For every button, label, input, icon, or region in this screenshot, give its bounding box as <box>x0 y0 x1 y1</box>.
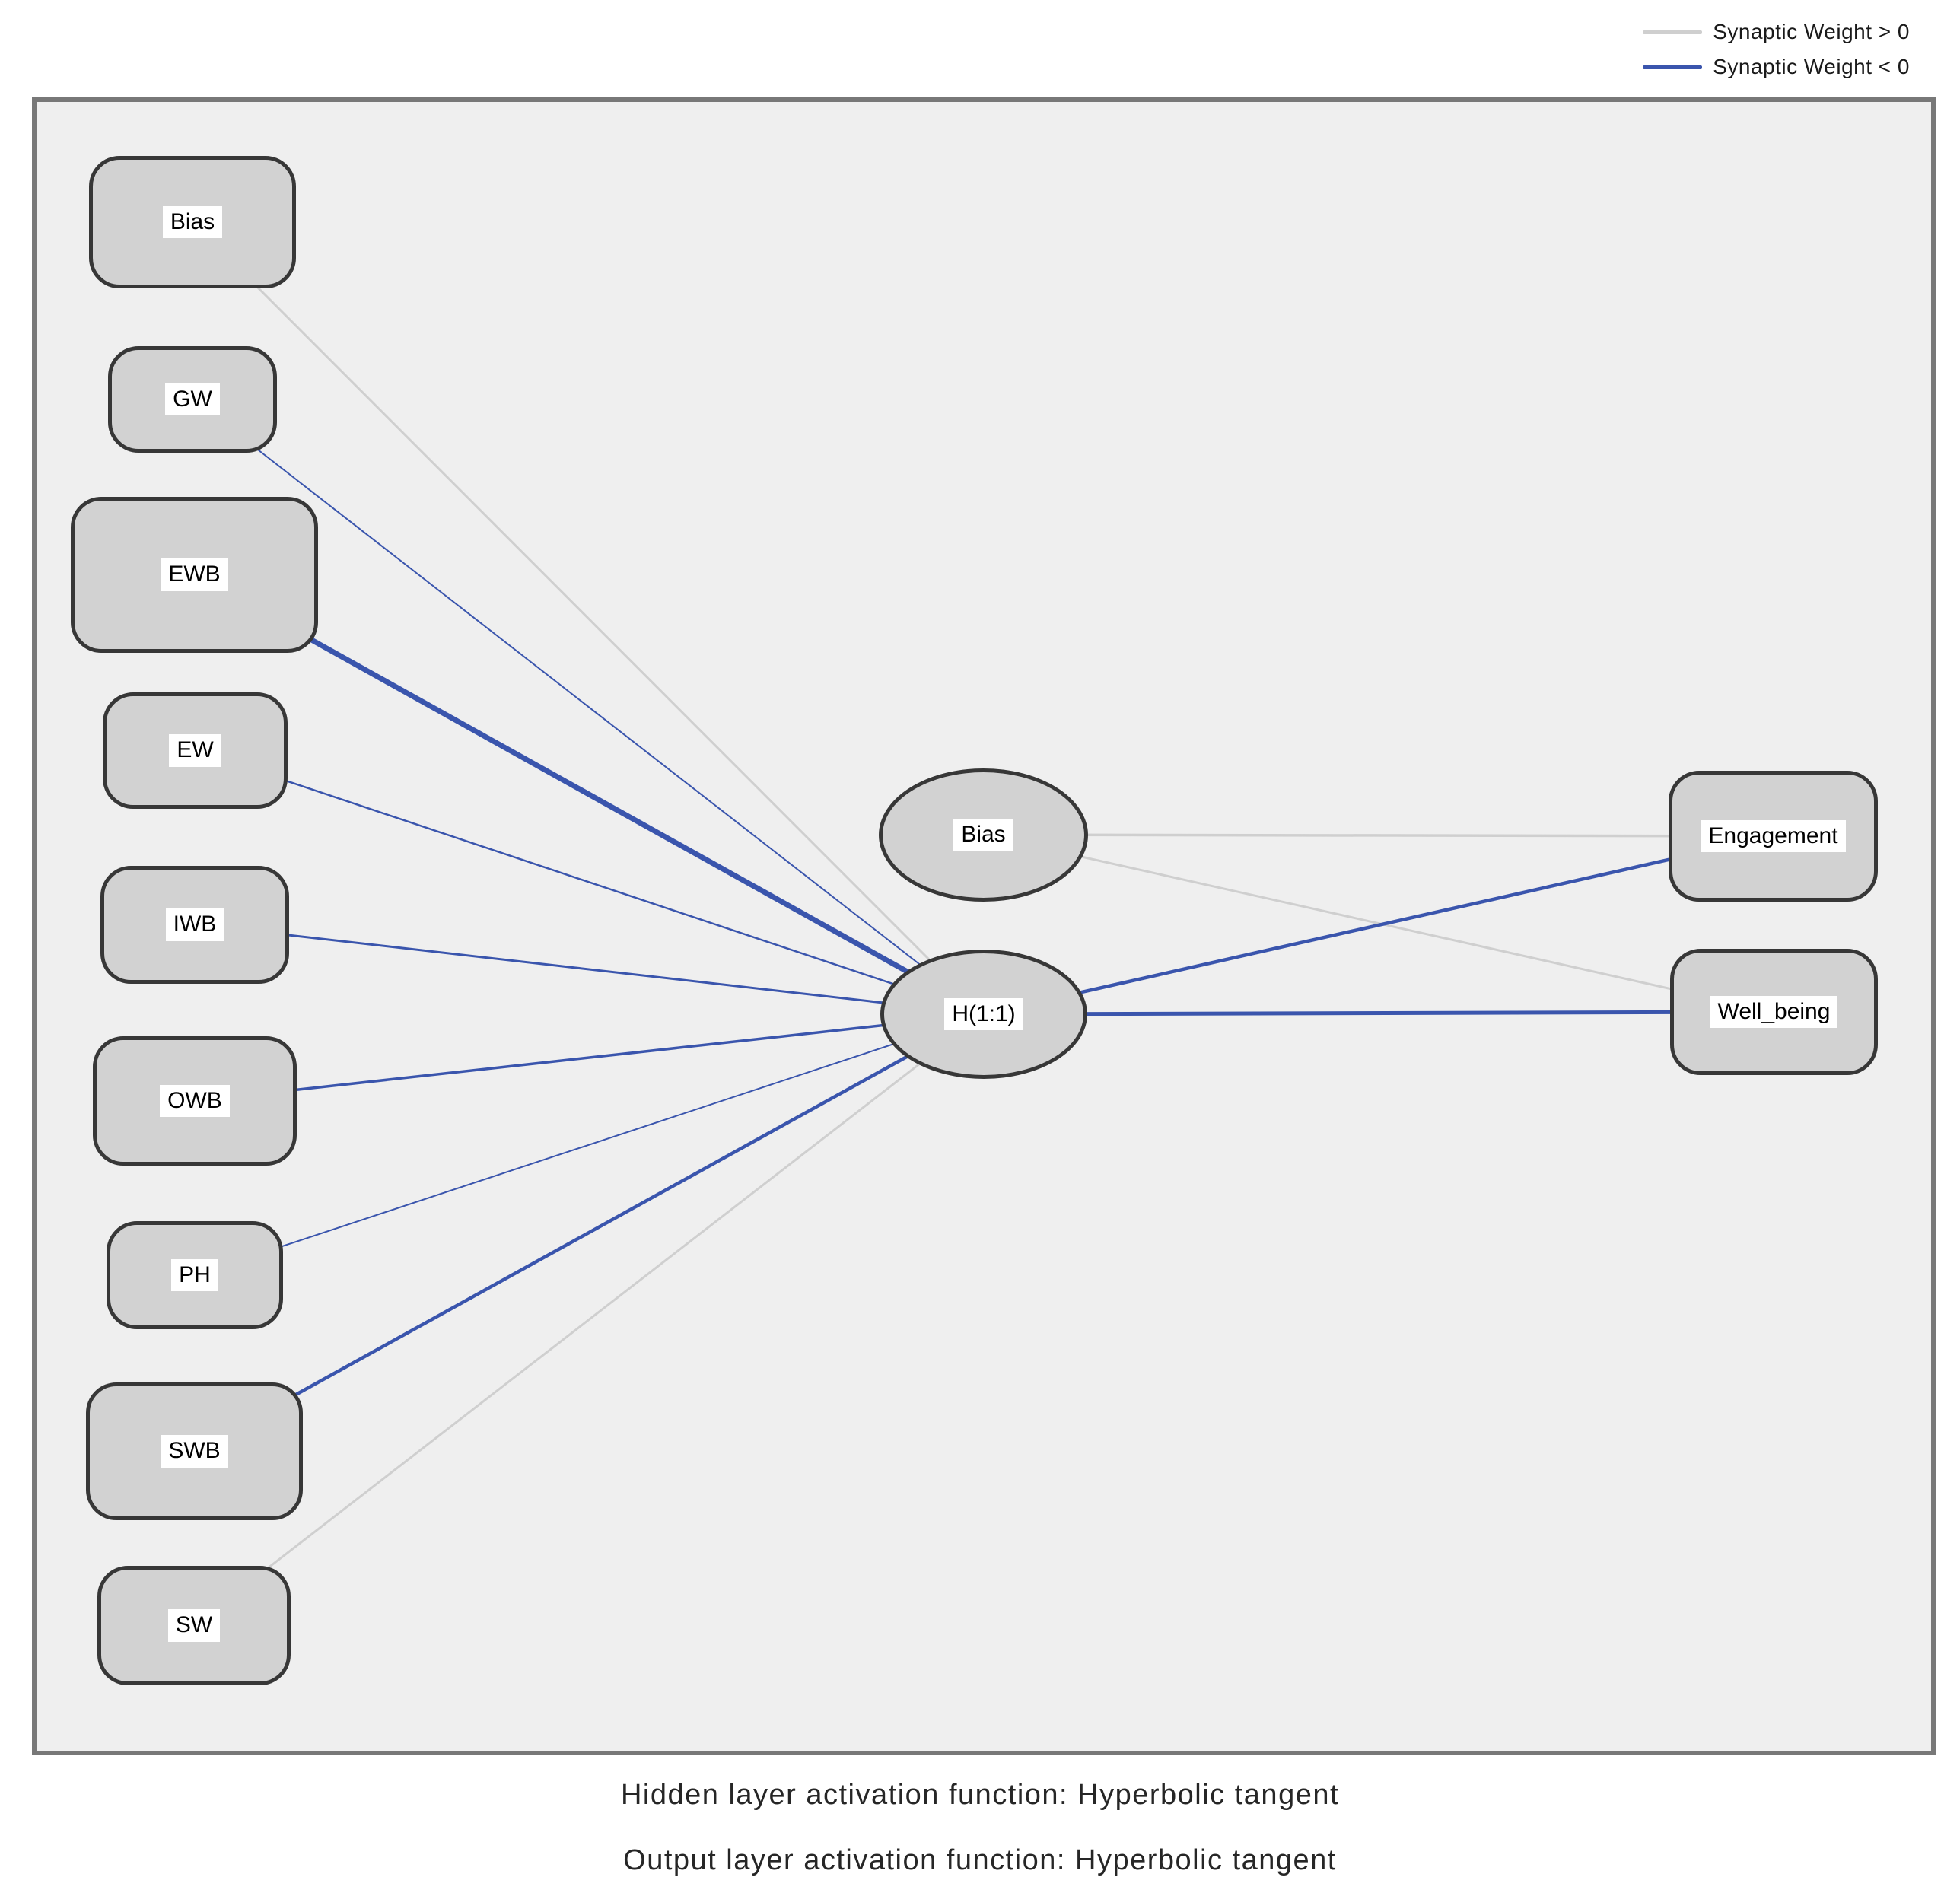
node-iwb-label: IWB <box>165 908 224 941</box>
node-h11-label: H(1:1) <box>944 997 1023 1031</box>
legend-positive-label: Synaptic Weight > 0 <box>1713 20 1910 43</box>
node-sw-label: SW <box>167 1609 221 1642</box>
legend-negative-label: Synaptic Weight < 0 <box>1713 55 1910 78</box>
node-bias-input: Bias <box>89 156 296 288</box>
node-owb-label: OWB <box>160 1084 230 1118</box>
node-well-being-label: Well_being <box>1710 995 1838 1029</box>
node-bias-hidden-label: Bias <box>953 819 1013 851</box>
hidden-activation-caption: Hidden layer activation function: Hyperb… <box>620 1779 1340 1811</box>
node-iwb: IWB <box>100 866 289 984</box>
node-gw: GW <box>108 346 277 453</box>
node-engagement: Engagement <box>1669 771 1878 902</box>
legend-row-negative: Synaptic Weight < 0 <box>1643 53 1910 81</box>
legend-row-positive: Synaptic Weight > 0 <box>1643 18 1910 46</box>
node-sw: SW <box>97 1566 291 1685</box>
node-well-being: Well_being <box>1670 949 1878 1075</box>
node-h11: H(1:1) <box>880 950 1087 1079</box>
output-activation-caption: Output layer activation function: Hyperb… <box>623 1844 1337 1876</box>
diagram-frame <box>32 97 1936 1755</box>
node-ewb: EWB <box>71 497 318 653</box>
node-gw-label: GW <box>165 383 220 416</box>
node-owb: OWB <box>93 1036 297 1166</box>
positive-weight-line-swatch <box>1643 30 1703 34</box>
node-ph-label: PH <box>171 1258 218 1292</box>
node-swb: SWB <box>86 1382 303 1520</box>
node-bias-input-label: Bias <box>162 205 223 239</box>
node-bias-hidden: Bias <box>879 768 1088 902</box>
node-swb-label: SWB <box>161 1435 228 1468</box>
legend: Synaptic Weight > 0 Synaptic Weight < 0 <box>1643 18 1910 81</box>
node-ew-label: EW <box>169 734 221 767</box>
node-ewb-label: EWB <box>161 558 228 591</box>
node-ew: EW <box>103 692 288 809</box>
node-ph: PH <box>107 1221 283 1329</box>
negative-weight-line-swatch <box>1643 65 1703 69</box>
node-engagement-label: Engagement <box>1701 819 1846 853</box>
